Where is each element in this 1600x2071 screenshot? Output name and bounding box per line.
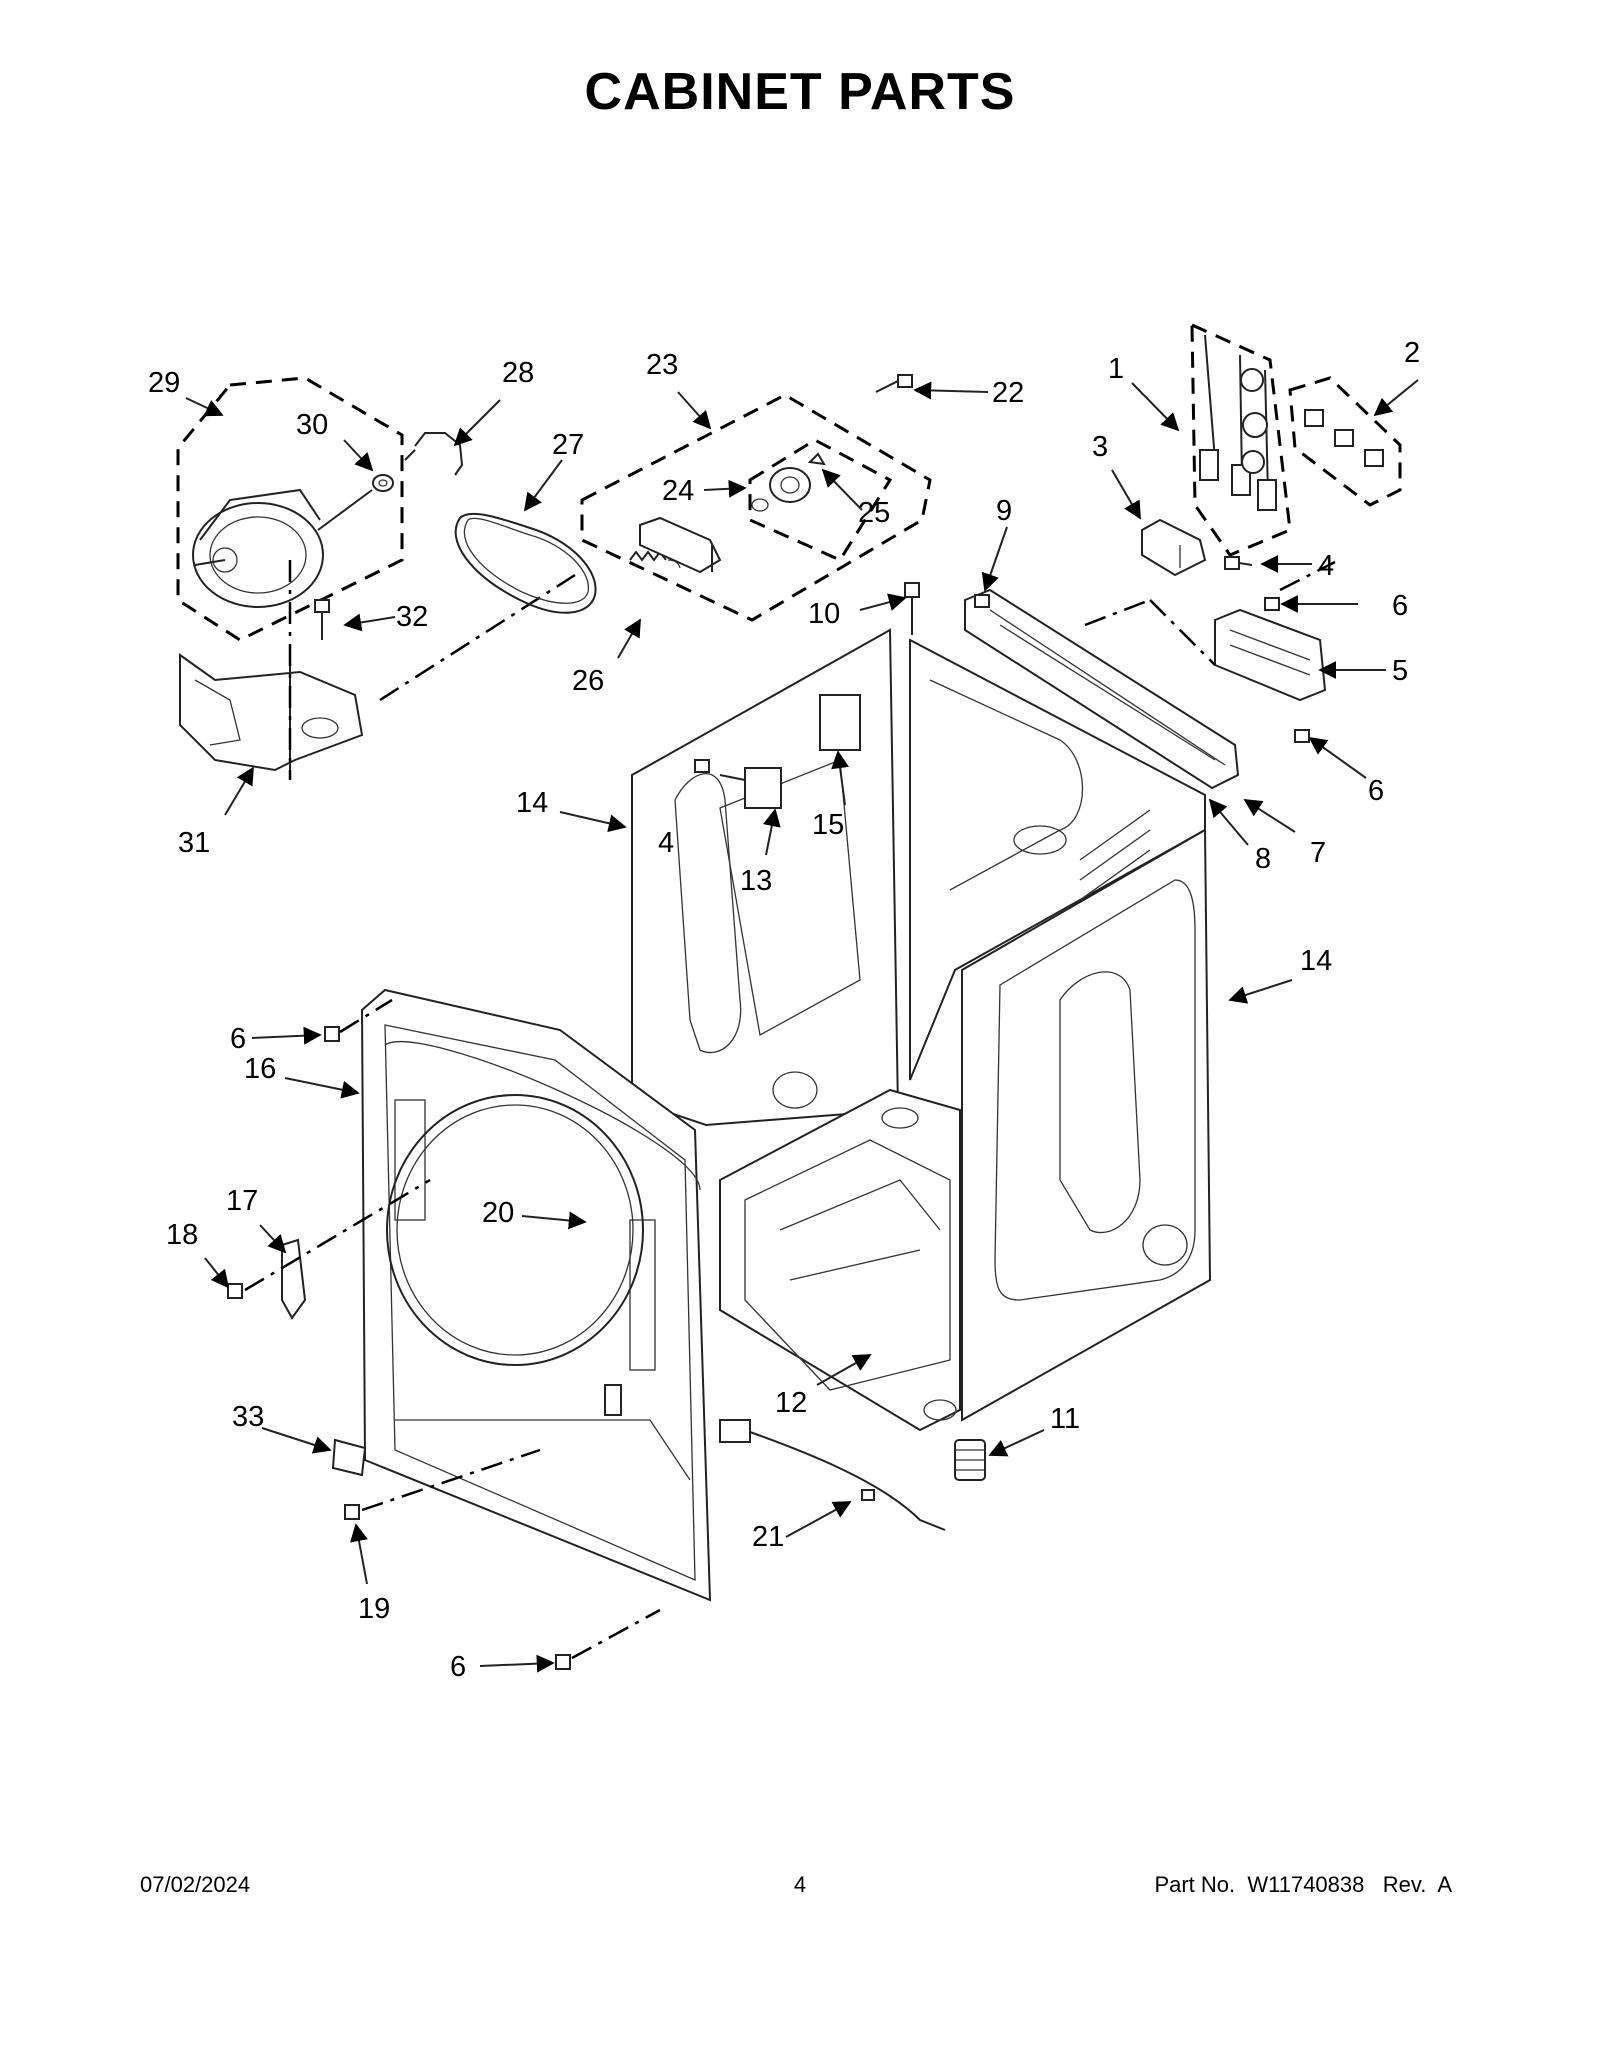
callout-25: 25: [858, 497, 890, 529]
screw-22-part: [875, 374, 913, 393]
callout-17: 17: [226, 1185, 258, 1217]
callout-13: 13: [740, 865, 772, 897]
leveling-leg-part: [954, 1439, 986, 1481]
screw-19-part: [344, 1504, 360, 1520]
idler-pulley-dashed-box: [748, 438, 893, 562]
top-right-parts-group: [875, 322, 1402, 790]
callout-9: 9: [996, 495, 1012, 527]
door-seal-ring-part: [386, 1094, 644, 1366]
callout-6-front-top: 6: [230, 1023, 246, 1055]
callout-6-top-right: 6: [1392, 590, 1408, 622]
harness-connectors-part: [1199, 334, 1277, 511]
callout-8: 8: [1255, 843, 1271, 875]
motor-assembly-group: [176, 376, 576, 780]
callout-4-left: 4: [658, 827, 674, 859]
footer-date: 07/02/2024: [140, 1872, 251, 1897]
callout-23: 23: [646, 349, 678, 381]
footer-part-number: Part No. W11740838 Rev. A: [1154, 1872, 1452, 1897]
footer-page-number: 4: [793, 1872, 807, 1897]
callout-20: 20: [482, 1197, 514, 1229]
callout-32: 32: [396, 601, 428, 633]
motor-mount-clip-part: [404, 432, 464, 476]
bracket-17-part: [281, 1238, 307, 1320]
callout-28: 28: [502, 357, 534, 389]
callout-31: 31: [178, 827, 210, 859]
motor-screw-part: [314, 599, 330, 640]
cabinet-side-right-part: [961, 828, 1212, 1422]
wire-tie-bracket-part: [1141, 518, 1207, 577]
callout-1: 1: [1108, 353, 1124, 385]
callout-33: 33: [232, 1401, 264, 1433]
callout-18: 18: [166, 1219, 198, 1251]
callout-26: 26: [572, 665, 604, 697]
callout-14-right: 14: [1300, 945, 1332, 977]
screw-9-part: [974, 594, 990, 608]
screw-18-part: [227, 1283, 243, 1299]
screw-6-front-top-part: [324, 1026, 340, 1042]
callout-22: 22: [992, 377, 1024, 409]
callout-6-front-bottom: 6: [450, 1651, 466, 1683]
callout-labels: 1 2 3 4 4 5 6 6 6 6 7 8 9 10 11 12 13 14…: [148, 337, 1420, 1683]
door-switch-part: [719, 767, 782, 809]
callout-5: 5: [1392, 655, 1408, 687]
callout-15: 15: [812, 809, 844, 841]
front-panel-part: [360, 988, 712, 1602]
wire-harness-dashed-box: [1190, 322, 1292, 557]
callout-10: 10: [808, 598, 840, 630]
screw-6-front-bottom-part: [555, 1654, 571, 1670]
idler-assembly-group: [580, 393, 932, 622]
leader-arrows: [185, 379, 1419, 1673]
screw-6-right-part: [1294, 729, 1310, 743]
screw-10-part: [904, 582, 920, 635]
callout-21: 21: [752, 1521, 784, 1553]
drive-belt-part: [454, 512, 597, 614]
callout-27: 27: [552, 429, 584, 461]
knob-pad-part: [331, 1438, 367, 1477]
callout-19: 19: [358, 1593, 390, 1625]
callout-29: 29: [148, 367, 180, 399]
clip-set-part: [1304, 409, 1384, 467]
idler-pulley-part: [751, 467, 811, 512]
screw-4-left-part: [694, 759, 710, 773]
callout-2: 2: [1404, 337, 1420, 369]
callout-12: 12: [775, 1387, 807, 1419]
screw-6-upper-part: [1264, 597, 1280, 611]
cabinet-back-part: [909, 638, 1206, 1081]
idler-retainer-part: [807, 452, 826, 466]
page-title: CABINET PARTS: [584, 63, 1016, 121]
cabinet-base-part: [719, 1088, 961, 1432]
idler-bracket-part: [639, 516, 722, 574]
callout-24: 24: [662, 475, 694, 507]
callout-14-left: 14: [516, 787, 548, 819]
clip-set-dashed-box: [1288, 376, 1402, 507]
motor-pulley-part: [372, 474, 394, 492]
callout-3: 3: [1092, 431, 1108, 463]
callout-16: 16: [244, 1053, 276, 1085]
callout-6-right: 6: [1368, 775, 1384, 807]
motor-bracket-part: [179, 653, 364, 772]
access-cover-part: [1214, 608, 1327, 702]
cabinet-top-screw-part: [1224, 556, 1253, 570]
callout-11: 11: [1050, 1403, 1080, 1435]
callout-4-right: 4: [1318, 550, 1334, 582]
callout-30: 30: [296, 409, 328, 441]
power-cord-part: [719, 1419, 946, 1531]
callout-7: 7: [1310, 837, 1326, 869]
